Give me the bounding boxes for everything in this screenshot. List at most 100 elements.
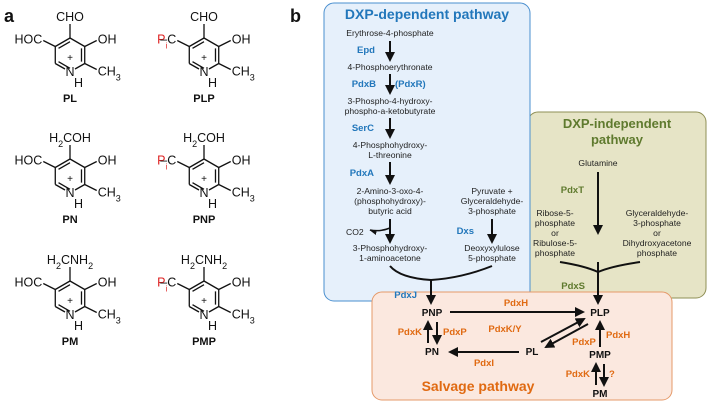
plp-to-pl-arrow xyxy=(544,323,589,348)
top-substituent: H2COH xyxy=(183,131,225,149)
dxp-dependent-title: DXP-dependent pathway xyxy=(345,6,509,22)
top-substituent: H2COH xyxy=(49,131,91,149)
threonine-label-1: 4-Phosphohydroxy- xyxy=(353,140,428,150)
methyl: CH3 xyxy=(232,308,255,326)
nitrogen-hydrogen: H xyxy=(208,197,217,211)
ring-bond xyxy=(74,62,86,70)
methyl: CH3 xyxy=(98,65,121,83)
hydroxyl: OH xyxy=(98,33,117,47)
double-bond xyxy=(58,304,71,312)
co2-label: CO2 xyxy=(346,227,364,237)
pnp-node: PNP xyxy=(422,308,443,319)
hydroxyl: OH xyxy=(232,276,251,290)
ketobutyrate-label-2: phospho-a-ketobutyrate xyxy=(345,106,436,116)
threonine-label-2: L-threonine xyxy=(368,150,412,160)
ring-charge: + xyxy=(67,296,73,307)
ring-bond xyxy=(208,183,220,191)
ring-charge: + xyxy=(201,174,207,185)
pdxi-enzyme: PdxI xyxy=(474,358,494,369)
pdxk-bottom-enzyme: PdxK xyxy=(566,369,590,380)
pdxa-enzyme: PdxA xyxy=(350,168,374,179)
top-substituent: CHO xyxy=(190,10,218,24)
ring-bond xyxy=(54,305,66,313)
amino-label-1: 2-Amino-3-oxo-4- xyxy=(357,186,424,196)
top-substituent: H2CNH2 xyxy=(47,253,93,271)
erythrose-label: Erythrose-4-phosphate xyxy=(346,28,434,38)
methyl-bond xyxy=(218,183,232,192)
pdxky-enzyme: PdxK/Y xyxy=(488,324,522,335)
amino-label-3: butyric acid xyxy=(368,206,412,216)
glycer-label-4: Dihydroxyacetone xyxy=(623,238,692,248)
left-bond xyxy=(42,39,56,48)
hydroxyl: OH xyxy=(232,154,251,168)
dxp-independent-title-2: pathway xyxy=(591,132,644,147)
nitrogen-hydrogen: H xyxy=(74,76,83,90)
ring-bond xyxy=(188,37,205,48)
ring-bond xyxy=(69,280,86,291)
aminoacetone-label-2: 1-aminoacetone xyxy=(359,253,421,263)
oh-bond xyxy=(218,39,232,48)
molecule-name: PM xyxy=(62,336,79,348)
pm-node: PM xyxy=(593,389,608,400)
methyl-bond xyxy=(84,62,98,71)
ring-bond xyxy=(69,37,86,48)
left-bond xyxy=(42,160,56,169)
left-carbon-c: –C xyxy=(160,154,176,168)
double-bond xyxy=(58,162,71,170)
double-bond xyxy=(192,61,205,69)
pyruvate-label-2: Glyceraldehyde- xyxy=(461,196,524,206)
nitrogen-hydrogen: H xyxy=(208,319,217,333)
ring-bond xyxy=(54,62,66,70)
glutamine-label: Glutamine xyxy=(578,158,617,168)
ring-bond xyxy=(203,280,220,291)
nitrogen-hydrogen: H xyxy=(208,76,217,90)
pdxh-right-enzyme: PdxH xyxy=(606,330,630,341)
hydroxyl: OH xyxy=(98,154,117,168)
double-bond xyxy=(58,61,71,69)
glycer-label-3: or xyxy=(653,228,661,238)
pmp-node: PMP xyxy=(589,350,611,361)
left-carbon-c: –C xyxy=(160,276,176,290)
ring-nitrogen: N xyxy=(199,65,208,79)
phosphoerythronate-label: 4-Phosphoerythronate xyxy=(347,62,432,72)
pdxk-left-enzyme: PdxK xyxy=(398,327,422,338)
ribose-label-2: phosphate xyxy=(535,218,575,228)
ring-charge: + xyxy=(201,53,207,64)
ring-charge: + xyxy=(67,53,73,64)
pdxt-enzyme: PdxT xyxy=(561,185,584,196)
left-bond xyxy=(176,160,190,169)
ring-bond xyxy=(69,158,86,169)
methyl-bond xyxy=(218,62,232,71)
hydroxyl: OH xyxy=(232,33,251,47)
double-bond xyxy=(192,304,205,312)
methyl: CH3 xyxy=(232,186,255,204)
plp-node: PLP xyxy=(590,308,610,319)
salvage-title: Salvage pathway xyxy=(422,378,535,394)
left-substituent: HOC xyxy=(14,33,42,47)
methyl: CH3 xyxy=(98,186,121,204)
ring-bond xyxy=(188,305,200,313)
pyruvate-label-3: 3-phosphate xyxy=(468,206,516,216)
oh-bond xyxy=(218,282,232,291)
glycer-label-5: phosphate xyxy=(637,248,677,258)
double-bond xyxy=(58,182,71,190)
ring-bond xyxy=(208,305,220,313)
oh-bond xyxy=(84,160,98,169)
dxp-independent-title-1: DXP-independent xyxy=(563,116,672,131)
left-substituent: Pi xyxy=(157,276,167,294)
top-substituent: H2CNH2 xyxy=(181,253,227,271)
glycer-label-1: Glyceraldehyde- xyxy=(626,208,689,218)
ring-charge: + xyxy=(201,296,207,307)
ribose-label-5: phosphate xyxy=(535,248,575,258)
left-substituent: Pi xyxy=(157,33,167,51)
double-bond xyxy=(58,41,71,49)
double-bond xyxy=(192,182,205,190)
pdxh-top-enzyme: PdxH xyxy=(504,298,528,309)
panel-b-letter: b xyxy=(290,6,301,26)
ring-bond xyxy=(54,280,71,291)
left-bond xyxy=(176,282,190,291)
epd-enzyme: Epd xyxy=(357,45,375,56)
